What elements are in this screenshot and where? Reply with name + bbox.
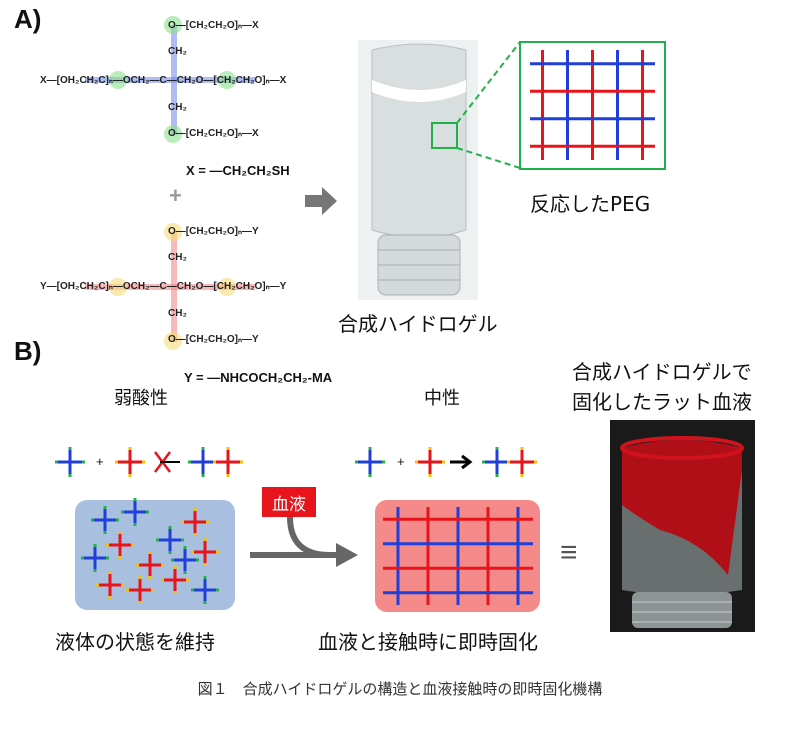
ma-ch2-bottom: CH₂	[168, 308, 187, 319]
acidic-label: 弱酸性	[114, 388, 168, 409]
transition-arrowhead	[336, 543, 358, 567]
backbone-vertical	[171, 232, 177, 342]
backbone-horizontal	[85, 284, 255, 290]
tetra-peg-cross	[136, 551, 164, 579]
plus-sign: +	[169, 183, 182, 208]
tetra-peg-cross	[55, 447, 85, 477]
thiol-peg-structure	[85, 16, 255, 143]
junction-dot	[109, 278, 127, 296]
reaction-arrow	[305, 187, 337, 215]
photo-caption-line2: 固化したラット血液	[572, 390, 752, 414]
solid-caption: 血液と接触時に即時固化	[318, 630, 538, 654]
thiol-ch2-top: CH₂	[168, 46, 187, 57]
blood-tag: 血液	[262, 487, 316, 517]
inset-caption: 反応したPEG	[530, 192, 651, 216]
panel-a-label: A)	[14, 4, 42, 34]
x-definition: X = —CH₂CH₂SH	[186, 163, 290, 178]
zoom-region-box	[431, 122, 458, 149]
tetra-peg-cross	[121, 498, 149, 526]
tetra-peg-cross	[161, 566, 189, 594]
junction-dot	[164, 125, 182, 143]
neutral-label: 中性	[424, 388, 460, 409]
tetra-peg-cross	[96, 571, 124, 599]
liquid-state-box	[75, 500, 235, 610]
vial-neck	[632, 592, 732, 628]
photo-caption-line1: 合成ハイドロゲルで	[572, 360, 752, 384]
tetra-peg-cross	[507, 447, 537, 477]
vial-body	[371, 43, 467, 238]
tetra-peg-cross	[355, 447, 385, 477]
inset-network-grid	[530, 50, 655, 160]
tetra-peg-cross	[171, 546, 199, 574]
clotted-blood	[622, 440, 742, 575]
junction-dot	[164, 332, 182, 350]
junction-dot	[164, 223, 182, 241]
backbone-vertical	[171, 25, 177, 135]
gel-network-grid	[383, 507, 533, 605]
junction-dot	[218, 278, 236, 296]
thiol-bottom-arm: O—[CH₂CH₂O]ₙ—X	[168, 128, 259, 139]
plus-acidic: +	[96, 454, 104, 469]
blood-vial-photo	[610, 420, 755, 632]
junction-dot	[109, 71, 127, 89]
equivalence-sign: ≡	[560, 536, 578, 569]
tetra-peg-cross	[91, 506, 119, 534]
blood-addition-arrow	[287, 516, 331, 558]
tetra-peg-cross	[126, 576, 154, 604]
figure-caption: 図１ 合成ハイドロゲルの構造と血液接触時の即時固化機構	[197, 680, 603, 698]
tetra-peg-cross	[81, 544, 109, 572]
plus-neutral: +	[397, 454, 405, 469]
zoom-dashed-line	[456, 41, 521, 124]
thiol-top-arm: O—[CH₂CH₂O]ₙ—X	[168, 20, 259, 31]
tetra-peg-cross	[191, 538, 219, 566]
tetra-peg-cross	[181, 508, 209, 536]
thiol-ch2-bottom: CH₂	[168, 102, 187, 113]
vial-rim	[620, 436, 744, 460]
panel-b-label: B)	[14, 336, 42, 366]
tetra-peg-cross	[115, 447, 145, 477]
ma-middle: Y—[OH₂CH₂C]ₙ—OCH₂—C—CH₂O—[CH₂CH₂O]ₙ—Y	[40, 281, 287, 292]
tetra-peg-cross	[156, 526, 184, 554]
tetra-peg-cross	[213, 447, 243, 477]
reaction-arrow-small	[450, 454, 473, 470]
tetra-peg-cross	[106, 531, 134, 559]
liquid-caption: 液体の状態を維持	[55, 630, 215, 654]
junction-dot	[164, 16, 182, 34]
ma-peg-structure	[85, 223, 255, 350]
tetra-peg-cross	[415, 447, 445, 477]
ma-top-arm: O—[CH₂CH₂O]ₙ—Y	[168, 226, 259, 237]
vial-gel-meniscus	[372, 80, 466, 102]
tetra-peg-cross	[191, 576, 219, 604]
hydrogel-vial-photo	[358, 40, 478, 300]
ma-bottom-arm: O—[CH₂CH₂O]ₙ—Y	[168, 334, 259, 345]
junction-dot	[218, 71, 236, 89]
zoom-dashed-line	[456, 147, 521, 169]
thiol-middle: X—[OH₂CH₂C]ₙ—OCH₂—C—CH₂O—[CH₂CH₂O]ₙ—X	[40, 75, 287, 86]
vial-caption: 合成ハイドロゲル	[338, 312, 498, 336]
ma-ch2-top: CH₂	[168, 252, 187, 263]
backbone-horizontal	[85, 77, 255, 83]
y-definition: Y = —NHCOCH₂CH₂-MA	[184, 370, 333, 385]
